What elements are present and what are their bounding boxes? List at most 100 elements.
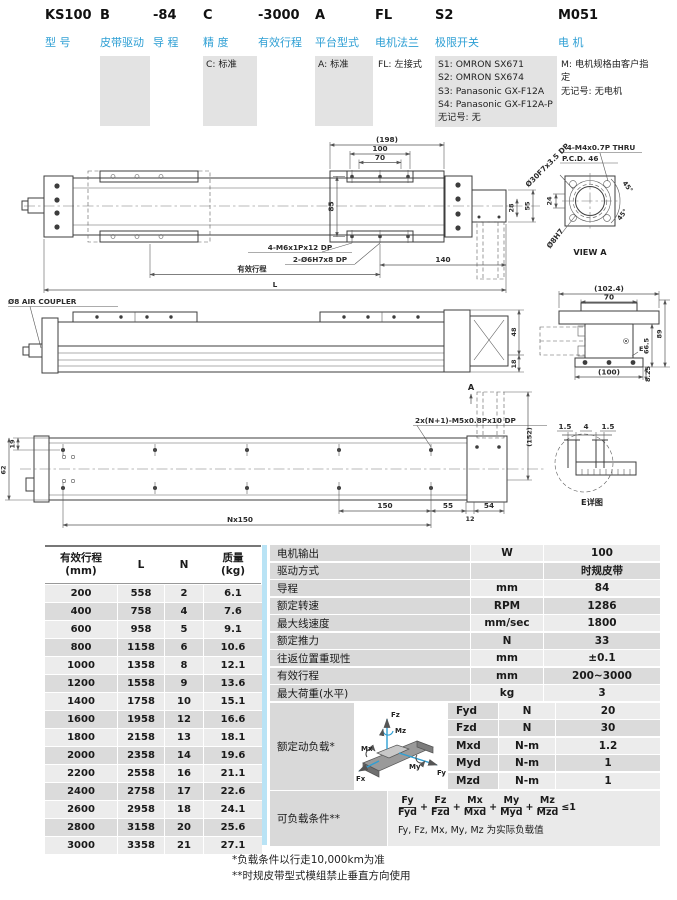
length-cell: 1758 — [118, 693, 164, 710]
order-code-column: C 精 度 C: 标准 — [203, 8, 257, 126]
rated-load-section: 额定动负载* Fz Mz Fy My Fx — [270, 702, 660, 790]
length-cell: 558 — [118, 585, 164, 602]
shaft-callout: Ø8H7 — [545, 227, 566, 250]
code-segment: B — [100, 8, 110, 23]
length-cell: 2158 — [118, 729, 164, 746]
spec-unit: W — [471, 545, 543, 561]
table-row: 电机输出 W 100 — [270, 545, 660, 561]
length-cell: 958 — [118, 621, 164, 638]
load-unit: N-m — [499, 772, 555, 789]
plus-sign: + — [452, 801, 461, 813]
length-cell: 1958 — [118, 711, 164, 728]
spec-value: 时规皮带 — [544, 562, 660, 579]
n-cell: 10 — [165, 693, 203, 710]
dowel-callout: 2-Ø6H7x8 DP — [293, 255, 348, 264]
spec-label: 额定转速 — [270, 597, 470, 614]
order-code-column: B 皮带驱动 — [100, 8, 150, 126]
stroke-cell: 1000 — [45, 657, 117, 674]
load-symbol: Fyd — [448, 702, 498, 719]
mass-cell: 21.1 — [204, 765, 262, 782]
table-row: 2000 2358 14 19.6 — [45, 747, 262, 764]
code-segment: S2 — [435, 8, 454, 23]
plus-sign: + — [419, 801, 428, 813]
table-row: 1000 1358 8 12.1 — [45, 657, 262, 674]
thread-callout: 4-M6x1Px12 DP — [268, 243, 333, 252]
table-row: 400 758 4 7.6 — [45, 603, 262, 620]
table-row: Fyd N 20 — [448, 702, 660, 719]
dim-55: 55 — [524, 201, 532, 211]
mass-cell: 25.6 — [204, 819, 262, 836]
order-code-column: -84 导 程 — [153, 8, 201, 56]
load-symbol: Myd — [448, 755, 498, 771]
plus-sign: + — [489, 801, 498, 813]
n-cell: 6 — [165, 639, 203, 656]
mass-cell: 27.1 — [204, 837, 262, 854]
code-options: M: 电机规格由客户指定无记号: 无电机 — [558, 56, 660, 126]
load-unit: N-m — [499, 737, 555, 754]
axis-label-fz: Fz — [391, 711, 400, 719]
spec-value: ±0.1 — [544, 650, 660, 666]
dim-152: (152) — [526, 427, 534, 447]
dim-55-bottom: 55 — [443, 501, 453, 510]
stroke-cell: 1800 — [45, 729, 117, 746]
stroke-cell: 2000 — [45, 747, 117, 764]
spec-label: 有效行程 — [270, 667, 470, 684]
dim-L: L — [273, 280, 278, 289]
stroke-cell: 2600 — [45, 801, 117, 818]
code-segment: -84 — [153, 8, 177, 23]
code-segment: M051 — [558, 8, 599, 23]
table-row: Myd N-m 1 — [448, 755, 660, 771]
stroke-cell: 600 — [45, 621, 117, 638]
table-row: Mzd N-m 1 — [448, 772, 660, 789]
axis-label-mx: Mx — [361, 745, 373, 753]
dim-18: 18 — [510, 359, 518, 369]
frac-den: Mzd — [536, 806, 559, 818]
code-segment-label: 型 号 — [45, 36, 71, 49]
spec-label: 电机输出 — [270, 545, 470, 561]
mass-cell: 16.6 — [204, 711, 262, 728]
table-row: 2800 3158 20 25.6 — [45, 819, 262, 836]
cross-section-view: (102.4) 70 66.5 89 (100) 8.25 E — [539, 284, 670, 382]
dim-1-5-left: 1.5 — [559, 422, 572, 431]
table-row: 2400 2758 17 22.6 — [45, 783, 262, 800]
load-value: 1 — [556, 772, 660, 789]
stroke-cell: 2800 — [45, 819, 117, 836]
n-cell: 16 — [165, 765, 203, 782]
stroke-dim-label: 有效行程 — [237, 265, 267, 274]
frac-den: Mxd — [463, 806, 487, 818]
code-segment-label: 皮带驱动 — [100, 36, 144, 49]
stroke-cell: 1200 — [45, 675, 117, 692]
col-header-L: L — [137, 558, 145, 571]
table-row: 3000 3358 21 27.1 — [45, 837, 262, 854]
pcd-callout: P.C.D. 46 — [562, 154, 598, 163]
spec-unit: N — [471, 632, 543, 649]
spec-value: 3 — [544, 685, 660, 701]
spec-label: 额定推力 — [270, 632, 470, 649]
mass-cell: 15.1 — [204, 693, 262, 710]
frac-den: Fyd — [398, 806, 417, 818]
spec-unit: kg — [471, 685, 543, 701]
mass-cell: 18.1 — [204, 729, 262, 746]
code-options: FL: 左接式 — [375, 56, 433, 126]
section-arrow-label: A — [468, 382, 475, 392]
footnotes: *负载条件以行走10,000km为准 **时规皮带型式模组禁止垂直方向使用 — [232, 853, 411, 885]
code-options: C: 标准 — [203, 56, 257, 126]
stroke-cell: 3000 — [45, 837, 117, 854]
dim-198: (198) — [376, 135, 398, 144]
axis-label-my: My — [409, 763, 421, 771]
dim-nx150: Nx150 — [227, 515, 253, 524]
code-segment-label: 极限开关 — [435, 36, 479, 49]
table-row: 有效行程 mm 200~3000 — [270, 667, 660, 684]
table-row: 2600 2958 18 24.1 — [45, 801, 262, 818]
table-row: Mxd N-m 1.2 — [448, 737, 660, 754]
e-detail-view: 1.5 4 1.5 E详图 — [554, 422, 637, 507]
spec-value: 1286 — [544, 597, 660, 614]
view-a-detail: 45° 45° 4-M4x0.7P THRU P.C.D. 46 Ø30F7x3… — [524, 141, 642, 257]
n-cell: 21 — [165, 837, 203, 854]
dim-100-section: (100) — [598, 368, 620, 377]
stroke-cell: 2200 — [45, 765, 117, 782]
code-option: FL: 左接式 — [378, 59, 422, 70]
table-row: Fzd N 30 — [448, 720, 660, 736]
